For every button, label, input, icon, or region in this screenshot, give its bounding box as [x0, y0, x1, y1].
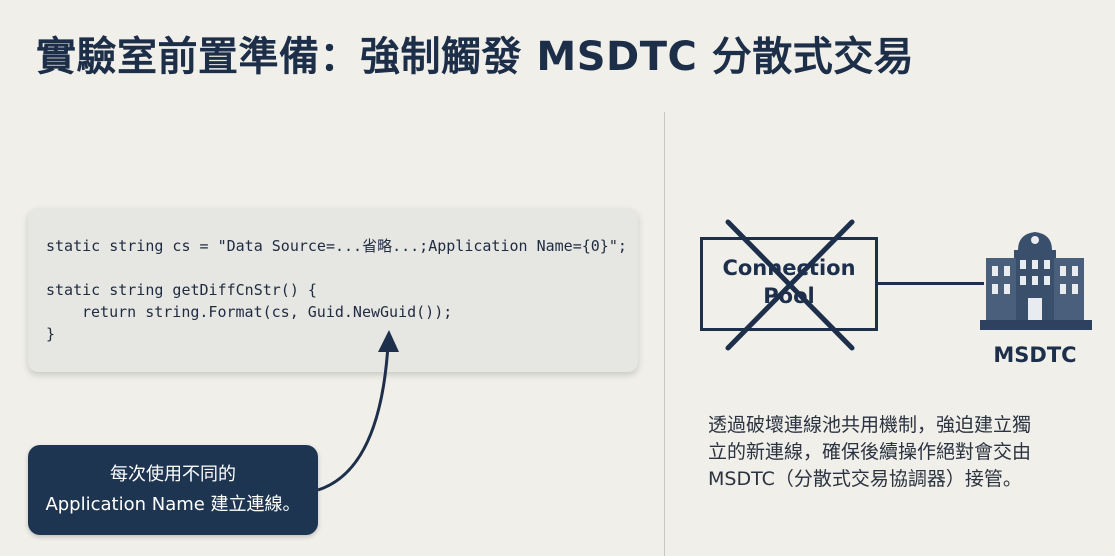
- msdtc-label: MSDTC: [993, 343, 1077, 367]
- callout-box: 每次使用不同的 Application Name 建立連線。: [28, 445, 318, 535]
- cross-mark-stroke-2: [725, 219, 855, 351]
- callout-line-1: 每次使用不同的: [110, 464, 236, 485]
- vertical-divider: [664, 112, 665, 556]
- connection-pool-box: [700, 237, 878, 331]
- building-icon: [980, 232, 1092, 330]
- description-line-1: 透過破壞連線池共用機制，強迫建立獨: [708, 414, 1032, 436]
- description-text: 透過破壞連線池共用機制，強迫建立獨 立的新連線，確保後續操作絕對會交由 MSDT…: [708, 412, 1098, 493]
- description-line-2: 立的新連線，確保後續操作絕對會交由: [708, 441, 1032, 463]
- callout-line-2: Application Name 建立連線。: [45, 494, 301, 515]
- page-title: 實驗室前置準備：強制觸發 MSDTC 分散式交易: [36, 34, 915, 80]
- code-line-return-statement: return string.Format(cs, Guid.NewGuid())…: [82, 303, 453, 321]
- connection-pool-label-line-1: Connection: [722, 256, 856, 280]
- code-line-method-signature: static string getDiffCnStr() {: [46, 281, 317, 299]
- code-line-closing-brace: }: [46, 325, 56, 343]
- description-line-3: MSDTC（分散式交易協調器）接管。: [708, 468, 1022, 490]
- pointer-arrow-head: [378, 330, 399, 352]
- pool-to-msdtc-connector: [878, 282, 984, 285]
- pointer-arrow-curve: [317, 344, 390, 492]
- code-snippet-card: static string cs = "Data Source=...省略...…: [28, 208, 638, 372]
- code-line-connection-string: static string cs = "Data Source=...省略...…: [46, 237, 627, 255]
